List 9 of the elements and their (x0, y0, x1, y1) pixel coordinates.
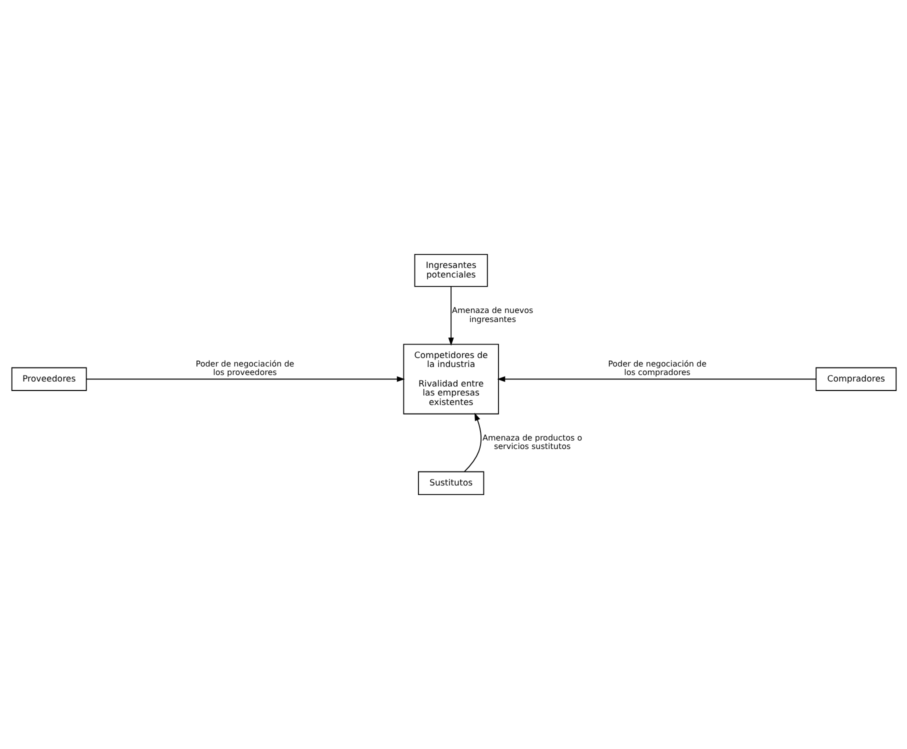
node-box: Proveedores (10, 367, 86, 391)
node-box: Compradores (815, 367, 896, 391)
arrow (464, 412, 482, 472)
node-box: Competidores de la industria Rivalidad entre las empresas existentes (402, 344, 498, 414)
arrow (85, 376, 404, 382)
arrow (448, 286, 454, 346)
node-box: Sustitutos (417, 471, 484, 495)
arrow (496, 376, 816, 382)
node-box: Ingresantes potenciales (414, 254, 488, 287)
